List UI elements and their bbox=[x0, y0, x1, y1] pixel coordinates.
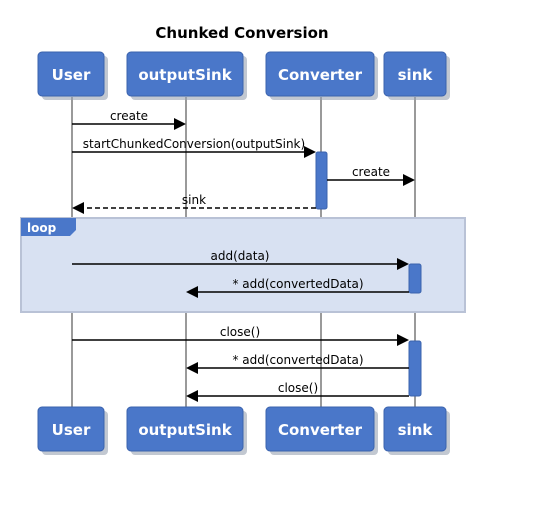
message-label: * add(convertedData) bbox=[232, 353, 363, 367]
participant-sink-label-bottom: sink bbox=[398, 421, 434, 439]
loop-fragment: loop bbox=[20, 217, 466, 313]
participant-output-sink-top: outputSink bbox=[126, 51, 247, 100]
message-close-output-sink: close() bbox=[186, 381, 409, 402]
participant-converter-box-bottom bbox=[265, 406, 375, 452]
participant-user-box bbox=[37, 51, 105, 97]
activation-converter bbox=[315, 151, 328, 210]
participant-converter-bottom: Converter bbox=[265, 406, 378, 455]
participant-sink-bottom: sink bbox=[383, 406, 450, 455]
loop-fragment-box bbox=[20, 217, 466, 313]
activation-sink-close bbox=[408, 340, 422, 397]
participant-user-label-bottom: User bbox=[52, 421, 91, 439]
message-arrow-head bbox=[186, 390, 198, 402]
participant-converter-top: Converter bbox=[265, 51, 378, 100]
participant-sink-box-bottom bbox=[383, 406, 447, 452]
message-start-chunked-conversion: startChunkedConversion(outputSink) bbox=[72, 137, 316, 158]
message-arrow-head bbox=[186, 286, 198, 298]
message-arrow-head bbox=[186, 362, 198, 374]
diagram-title: Chunked Conversion bbox=[155, 24, 328, 42]
loop-fragment-label: loop bbox=[27, 221, 57, 235]
message-label: create bbox=[352, 165, 390, 179]
participant-output-sink-box-bottom bbox=[126, 406, 244, 452]
message-label: * add(convertedData) bbox=[232, 277, 363, 291]
message-label: startChunkedConversion(outputSink) bbox=[83, 137, 305, 151]
message-label: add(data) bbox=[211, 249, 270, 263]
participant-converter-box bbox=[265, 51, 375, 97]
message-return-sink: sink bbox=[72, 193, 316, 214]
message-add-converted-data-loop: * add(convertedData) bbox=[186, 277, 409, 298]
message-create-sink: create bbox=[327, 165, 415, 186]
participant-output-sink-label-bottom: outputSink bbox=[138, 421, 232, 439]
participant-sink-label: sink bbox=[398, 66, 434, 84]
message-label: create bbox=[110, 109, 148, 123]
message-close-sink: close() bbox=[72, 325, 409, 346]
message-arrow-head bbox=[72, 202, 84, 214]
message-arrow-head bbox=[304, 146, 316, 158]
participant-output-sink-bottom: outputSink bbox=[126, 406, 247, 455]
activation-sink-loop bbox=[408, 263, 422, 294]
participant-output-sink-label: outputSink bbox=[138, 66, 232, 84]
message-label: close() bbox=[278, 381, 318, 395]
loop-fragment-tab bbox=[21, 218, 76, 236]
participant-user-top: User bbox=[37, 51, 108, 100]
participant-sink-box bbox=[383, 51, 447, 97]
message-add-converted-data-close: * add(convertedData) bbox=[186, 353, 409, 374]
participant-converter-label: Converter bbox=[278, 66, 363, 84]
participant-output-sink-box bbox=[126, 51, 244, 97]
message-arrow-head bbox=[397, 258, 409, 270]
message-add-data: add(data) bbox=[72, 249, 409, 270]
message-arrow-head bbox=[403, 174, 415, 186]
participant-user-label: User bbox=[52, 66, 91, 84]
participant-sink-top: sink bbox=[383, 51, 450, 100]
message-arrow-head bbox=[397, 334, 409, 346]
participant-user-box-bottom bbox=[37, 406, 105, 452]
message-create-output-sink: create bbox=[72, 109, 186, 130]
message-label: sink bbox=[182, 193, 206, 207]
participant-user-bottom: User bbox=[37, 406, 108, 455]
participant-converter-label-bottom: Converter bbox=[278, 421, 363, 439]
message-label: close() bbox=[220, 325, 260, 339]
message-arrow-head bbox=[174, 118, 186, 130]
